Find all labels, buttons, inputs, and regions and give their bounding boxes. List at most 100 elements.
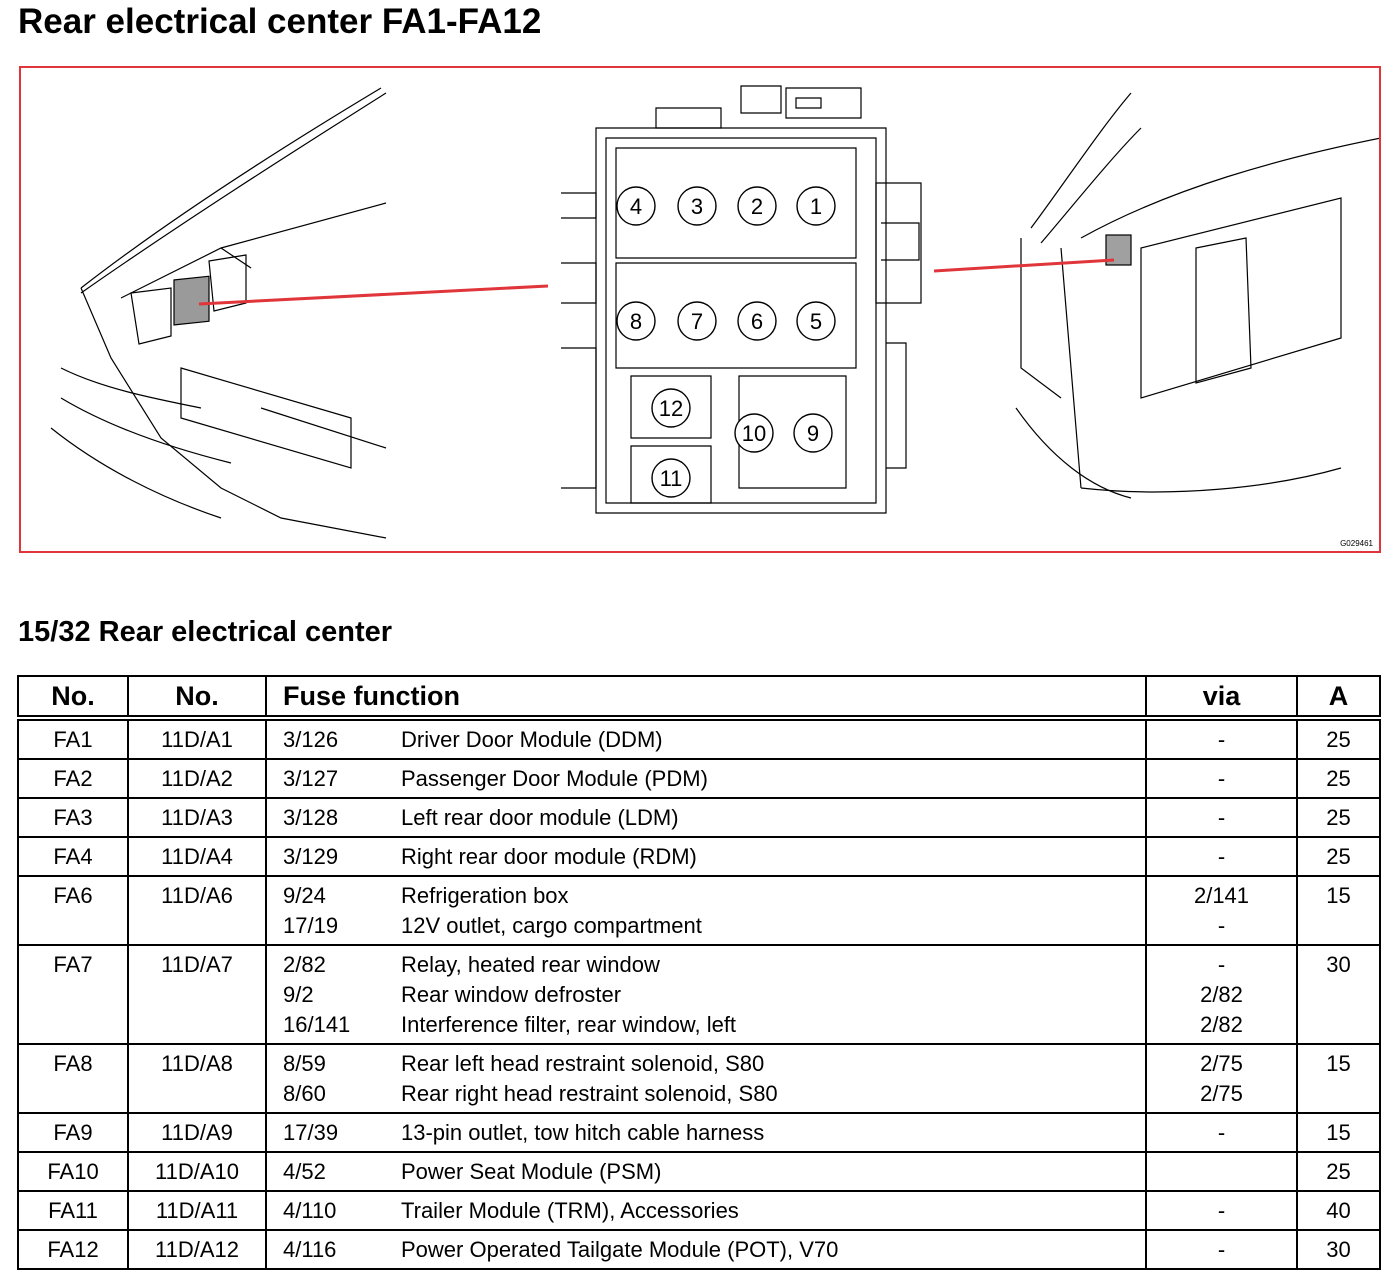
- fuse-1-marker: 1: [796, 186, 836, 226]
- amperage: 30: [1296, 1229, 1381, 1270]
- fuse-position: 11D/A6: [127, 875, 267, 946]
- function-code: 17/19: [283, 913, 339, 938]
- via-value: 2/82: [1200, 982, 1243, 1007]
- fuse-1-label: 1: [810, 194, 822, 219]
- function-description: Power Operated Tailgate Module (POT), V7…: [401, 1237, 839, 1262]
- fuse-11-marker: 11: [651, 458, 691, 498]
- fuse-4-label: 4: [630, 194, 642, 219]
- fuse-number: FA10: [17, 1151, 129, 1192]
- via-cell: -: [1145, 1190, 1298, 1231]
- header-amperage: A: [1296, 675, 1381, 719]
- via-value: -: [1217, 844, 1226, 869]
- fuse-function-cell: 3/127 Passenger Door Module (PDM): [265, 758, 1147, 799]
- via-value: -: [1217, 1237, 1226, 1262]
- function-description: 12V outlet, cargo compartment: [401, 913, 702, 938]
- fuse-number: FA11: [17, 1190, 129, 1231]
- fuse-position: 11D/A1: [127, 717, 267, 760]
- fuse-2-label: 2: [751, 194, 763, 219]
- fuse-3-label: 3: [691, 194, 703, 219]
- function-description: Passenger Door Module (PDM): [401, 766, 708, 791]
- amperage: 40: [1296, 1190, 1381, 1231]
- via-cell: -: [1145, 758, 1298, 799]
- via-cell: -: [1145, 717, 1298, 760]
- section-title: 15/32 Rear electrical center: [18, 616, 393, 648]
- fuse-box-highlight-left: [173, 275, 210, 326]
- via-value: [1147, 1157, 1296, 1187]
- amperage: 25: [1296, 797, 1381, 838]
- function-description: Rear left head restraint solenoid, S80: [401, 1051, 765, 1076]
- fuse-position: 11D/A3: [127, 797, 267, 838]
- via-cell: -: [1145, 836, 1298, 877]
- fuse-8-marker: 8: [616, 301, 656, 341]
- header-no-2: No.: [127, 675, 267, 719]
- page-title: Rear electrical center FA1-FA12: [18, 2, 542, 41]
- fuse-position: 11D/A7: [127, 944, 267, 1045]
- function-line: 4/116 Power Operated Tailgate Module (POT…: [267, 1235, 1145, 1265]
- via-value: 2/82: [1200, 1012, 1243, 1037]
- fuse-number: FA7: [17, 944, 129, 1045]
- left-car-sketch: [50, 87, 387, 539]
- amperage: 30: [1296, 944, 1381, 1045]
- function-code: 3/127: [283, 766, 339, 791]
- fuse-4-marker: 4: [616, 186, 656, 226]
- header-fuse-function: Fuse function: [265, 675, 1147, 719]
- function-description: Interference filter, rear window, left: [401, 1012, 737, 1037]
- function-code: 4/116: [283, 1237, 337, 1262]
- fuse-position: 11D/A4: [127, 836, 267, 877]
- header-no-1: No.: [17, 675, 129, 719]
- fuse-10-label: 10: [742, 421, 766, 446]
- via-value: -: [1217, 1120, 1226, 1145]
- via-value: -: [1217, 1198, 1226, 1223]
- function-description: Right rear door module (RDM): [401, 844, 697, 869]
- function-description: Rear window defroster: [401, 982, 622, 1007]
- fuse-10-marker: 10: [734, 413, 774, 453]
- function-code: 8/59: [283, 1051, 326, 1076]
- via-value: -: [1217, 805, 1226, 830]
- via-value: -: [1217, 913, 1226, 938]
- function-description: Left rear door module (LDM): [401, 805, 679, 830]
- function-description: Rear right head restraint solenoid, S80: [401, 1081, 778, 1106]
- fuse-position: 11D/A9: [127, 1112, 267, 1153]
- fuse-number: FA9: [17, 1112, 129, 1153]
- function-code: 9/2: [283, 982, 314, 1007]
- fuse-12-label: 12: [659, 396, 683, 421]
- fuse-function-cell: 8/59 Rear left head restraint solenoid, S…: [265, 1043, 1147, 1114]
- amperage: 25: [1296, 758, 1381, 799]
- fuse-6-label: 6: [751, 309, 763, 334]
- function-line: 8/59 Rear left head restraint solenoid, S…: [267, 1049, 1145, 1079]
- function-description: Driver Door Module (DDM): [401, 727, 663, 752]
- function-description: Trailer Module (TRM), Accessories: [401, 1198, 739, 1223]
- via-value: -: [1217, 766, 1226, 791]
- figure-code: G029461: [1340, 539, 1373, 548]
- function-line: 17/19 12V outlet, cargo compartment: [267, 911, 1145, 941]
- fuse-position: 11D/A11: [127, 1190, 267, 1231]
- fuse-number: FA8: [17, 1043, 129, 1114]
- via-cell: -: [1145, 1112, 1298, 1153]
- fuse-number: FA1: [17, 717, 129, 760]
- fuse-2-marker: 2: [737, 186, 777, 226]
- fuse-box-outline: [561, 85, 922, 514]
- amperage: 25: [1296, 717, 1381, 760]
- leader-line-left: [198, 284, 549, 306]
- via-value: -: [1217, 727, 1226, 752]
